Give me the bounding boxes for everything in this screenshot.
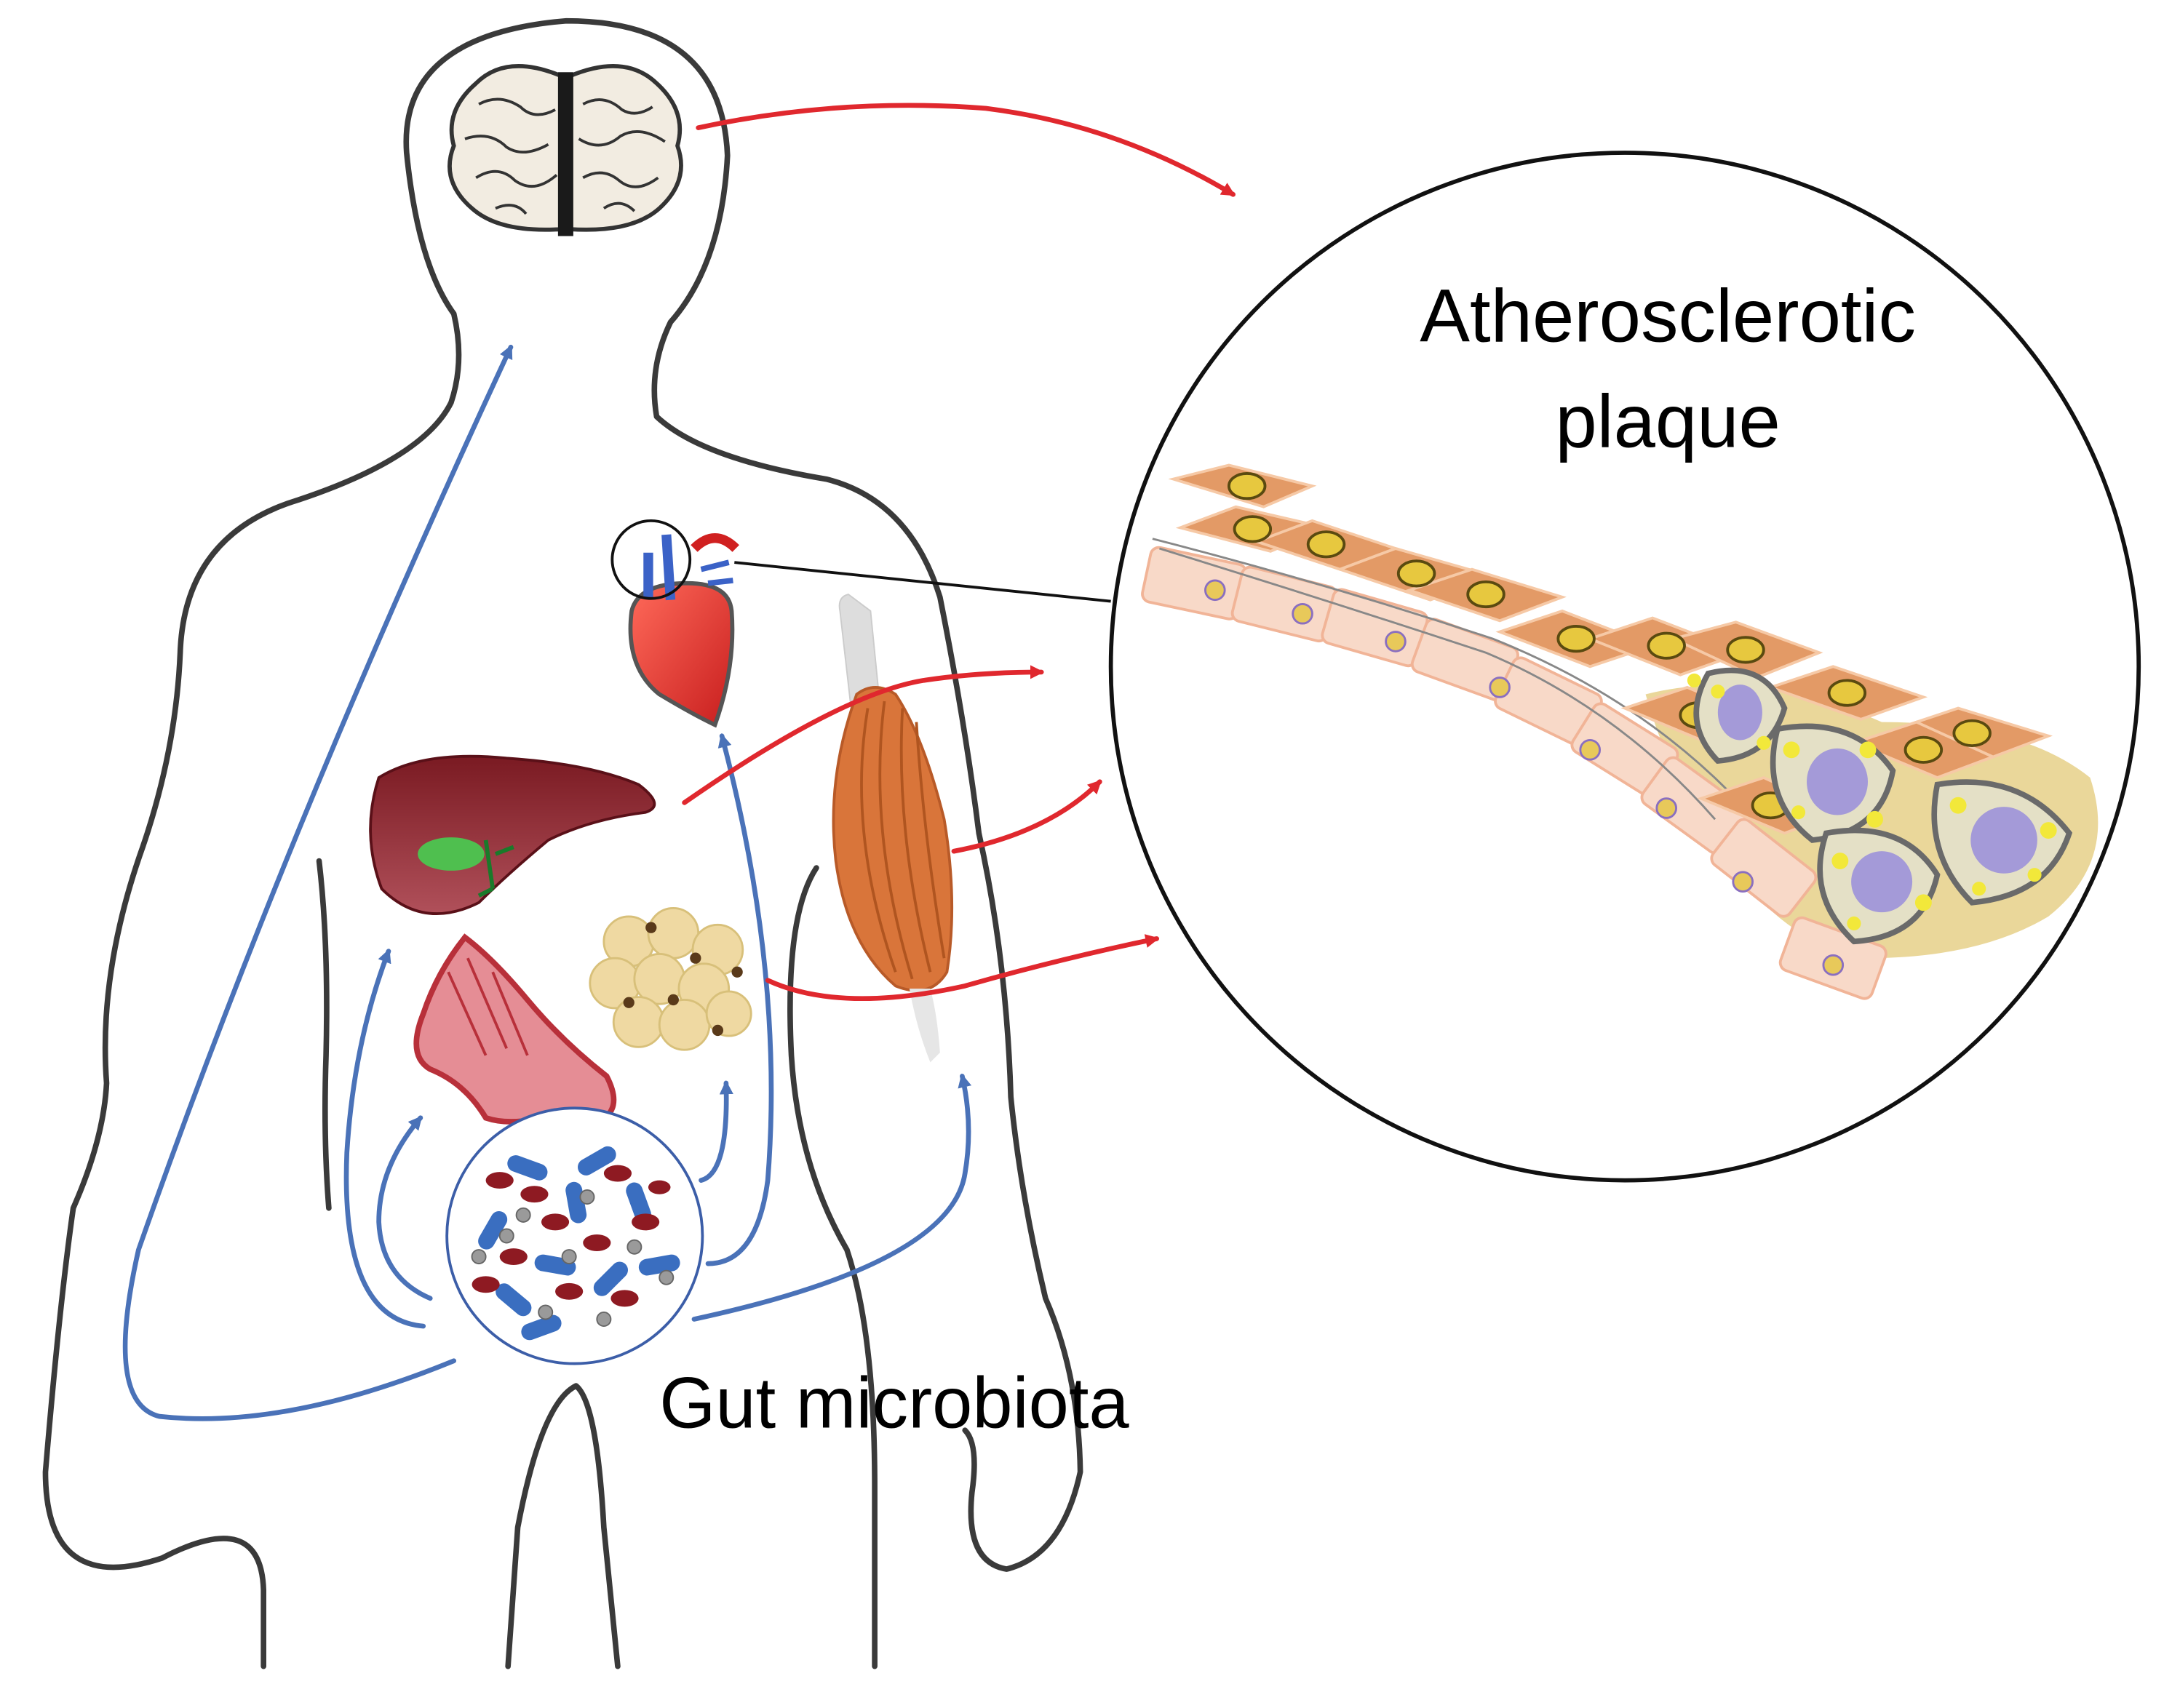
arrow-gut-to-brain [122,344,514,1421]
foam-cells [1687,667,2073,945]
adipose-icon [589,907,752,1051]
arrow-gut-to-intestine [376,1115,433,1301]
red-arrows [682,103,1236,1002]
liver-icon [369,754,656,915]
arrow-brain-to-plaque [696,103,1236,197]
gut-microbiota-label: Gut microbiota [659,1362,1129,1443]
intestine-icon [413,933,617,1125]
microbiota-icon [445,1106,704,1365]
arrow-fat-to-plaque [765,934,1160,1002]
muscle-icon [832,593,954,1063]
arrow-muscle-to-plaque [951,779,1102,854]
brain-icon [447,64,683,236]
body-outline [42,17,1083,1669]
plaque-zoom-circle: Atherosclerotic plaque [1108,151,2141,1183]
plaque-label-line1: Atherosclerotic [1420,274,1916,358]
heart-icon [610,519,739,728]
arrow-gut-to-fat [699,1080,733,1183]
arrow-gut-to-muscle [691,1073,972,1322]
arrow-gut-to-heart [705,733,774,1266]
zoom-line [734,561,1111,603]
arrow-liver-to-plaque [682,665,1045,805]
blue-arrows [122,344,972,1421]
plaque-label-line2: plaque [1555,380,1781,463]
arrow-gut-to-liver [343,949,426,1329]
